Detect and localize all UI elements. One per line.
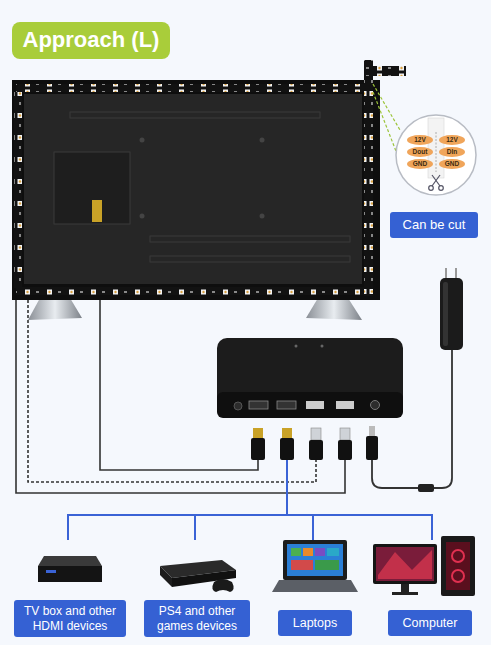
pin-name: DIn bbox=[447, 149, 457, 156]
device-label: PS4 and other games devices bbox=[144, 600, 250, 637]
title-text: Approach (L) bbox=[23, 27, 160, 53]
label-text: TV box and other HDMI devices bbox=[18, 604, 122, 633]
led-strip bbox=[14, 60, 406, 296]
pin-name: 12V bbox=[446, 137, 458, 144]
label-text: PS4 and other games devices bbox=[148, 604, 246, 633]
label-text: Can be cut bbox=[403, 217, 466, 233]
label-text: Laptops bbox=[293, 616, 337, 631]
ps4-device bbox=[160, 560, 236, 592]
laptop-device bbox=[272, 540, 358, 592]
cut-note-badge: Can be cut bbox=[390, 212, 478, 238]
pin-name: 12V bbox=[414, 137, 426, 144]
power-adapter bbox=[440, 268, 463, 350]
tv-box-device bbox=[38, 556, 102, 582]
pin-name: GND bbox=[445, 161, 459, 168]
controller-box bbox=[217, 338, 403, 418]
scissors-icon bbox=[429, 175, 444, 190]
title-badge: Approach (L) bbox=[12, 22, 170, 59]
tv-back bbox=[12, 80, 380, 320]
label-text: Computer bbox=[403, 616, 458, 631]
device-label: Computer bbox=[388, 610, 472, 636]
computer-device bbox=[373, 536, 475, 596]
pin-name: GND bbox=[413, 161, 427, 168]
strip-callout bbox=[373, 84, 476, 195]
device-label: TV box and other HDMI devices bbox=[14, 600, 126, 637]
device-label: Laptops bbox=[278, 610, 352, 636]
wires bbox=[16, 300, 452, 540]
plugs bbox=[251, 426, 378, 460]
pin-name: Dout bbox=[413, 149, 428, 156]
